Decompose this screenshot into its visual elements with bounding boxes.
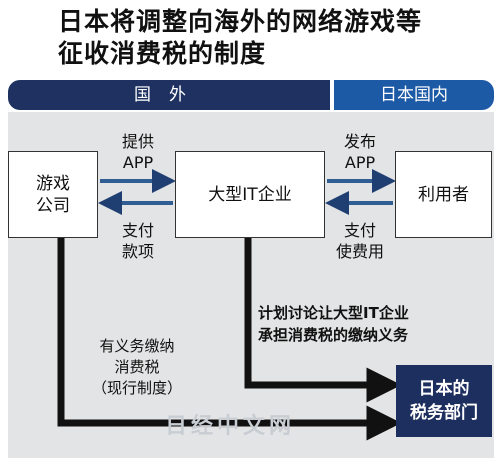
edge-label-duty-line2: 消费税: [114, 358, 160, 376]
edge-label-pay-funds-line1: 支付: [121, 221, 154, 240]
node-game-company-line1: 游戏: [36, 173, 70, 194]
edge-label-provide-line2: APP: [122, 153, 154, 172]
edge-label-pay-fee: 支付 使费用: [330, 220, 390, 262]
edge-label-plan: 计划讨论让大型IT企业 承担消费税的缴纳义务: [258, 302, 483, 346]
node-tax-office-line1: 日本的: [418, 379, 470, 399]
arrow-current-to-tax: [57, 238, 402, 441]
edge-label-pay-funds-line2: 款项: [121, 242, 154, 261]
node-tax-office-line2: 税务部门: [410, 403, 478, 423]
edge-label-provide-app: 提供 APP: [110, 131, 166, 173]
edge-label-publish-line1: 发布: [343, 132, 376, 151]
edge-label-duty-line3: （现行制度）: [91, 379, 182, 397]
edge-label-duty-line1: 有义务缴纳: [99, 337, 175, 355]
edge-label-pay-funds: 支付 款项: [110, 220, 166, 262]
edge-label-plan-line1: 计划讨论让大型IT企业: [258, 304, 409, 322]
node-user: 利用者: [395, 151, 492, 238]
title-line-1: 日本将调整向海外的网络游戏等: [58, 7, 423, 36]
edge-label-pay-fee-line1: 支付: [343, 221, 376, 240]
arrow-plan-to-tax: [244, 238, 402, 403]
node-big-it-company: 大型IT企业: [175, 151, 325, 238]
node-game-company-line2: 公司: [36, 195, 70, 216]
edge-label-plan-line2: 承担消费税的缴纳义务: [258, 326, 409, 344]
node-tax-office: 日本的税务部门: [396, 365, 492, 437]
edge-label-publish-line2: APP: [344, 153, 376, 172]
node-big-it-label: 大型IT企业: [208, 184, 292, 205]
edge-label-publish-app: 发布 APP: [330, 131, 390, 173]
region-abroad-header: 国外: [8, 80, 330, 110]
node-game-company: 游戏公司: [8, 151, 98, 238]
edge-label-provide-line1: 提供: [121, 132, 154, 151]
edge-label-pay-fee-line2: 使费用: [335, 242, 384, 261]
node-user-label: 利用者: [418, 184, 469, 205]
watermark: 日经中文网: [165, 414, 296, 439]
edge-label-current-duty: 有义务缴纳 消费税 （现行制度）: [62, 336, 212, 399]
region-japan-header: 日本国内: [334, 80, 494, 110]
title-line-2: 征收消费税的制度: [58, 39, 267, 68]
